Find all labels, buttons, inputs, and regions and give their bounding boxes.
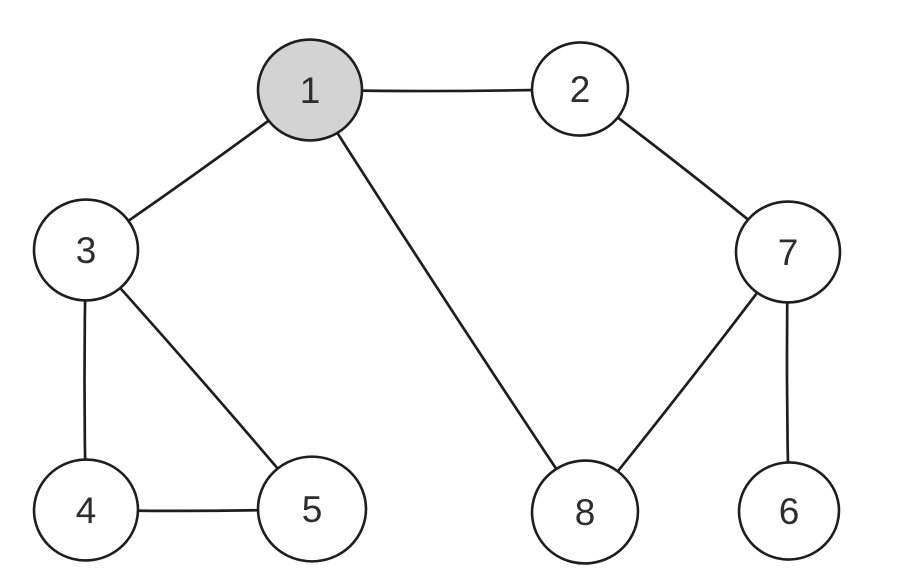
node-label: 8	[575, 492, 596, 533]
node-circle	[530, 41, 630, 137]
edge-1-8	[308, 88, 587, 514]
node-label: 5	[302, 489, 323, 530]
node-circle	[256, 455, 368, 563]
node-circle	[734, 200, 842, 304]
node-2: 2	[530, 41, 630, 137]
node-8: 8	[530, 459, 640, 565]
node-3: 3	[32, 198, 140, 302]
node-circle	[32, 198, 140, 302]
edges-layer	[83, 87, 791, 514]
nodes-layer: 1 2 3 7 4 5 8 6	[32, 38, 842, 565]
node-label: 1	[300, 70, 321, 111]
node-4: 4	[32, 458, 140, 562]
node-circle-highlighted	[256, 38, 364, 142]
node-circle	[737, 461, 841, 561]
node-6: 6	[737, 461, 841, 561]
node-label: 7	[778, 232, 799, 273]
node-1: 1	[256, 38, 364, 142]
node-label: 3	[76, 230, 97, 271]
node-5: 5	[256, 455, 368, 563]
node-label: 4	[76, 490, 97, 531]
node-label: 6	[779, 491, 800, 532]
node-7: 7	[734, 200, 842, 304]
node-circle	[32, 458, 140, 562]
node-label: 2	[570, 69, 591, 110]
node-circle	[530, 459, 640, 565]
